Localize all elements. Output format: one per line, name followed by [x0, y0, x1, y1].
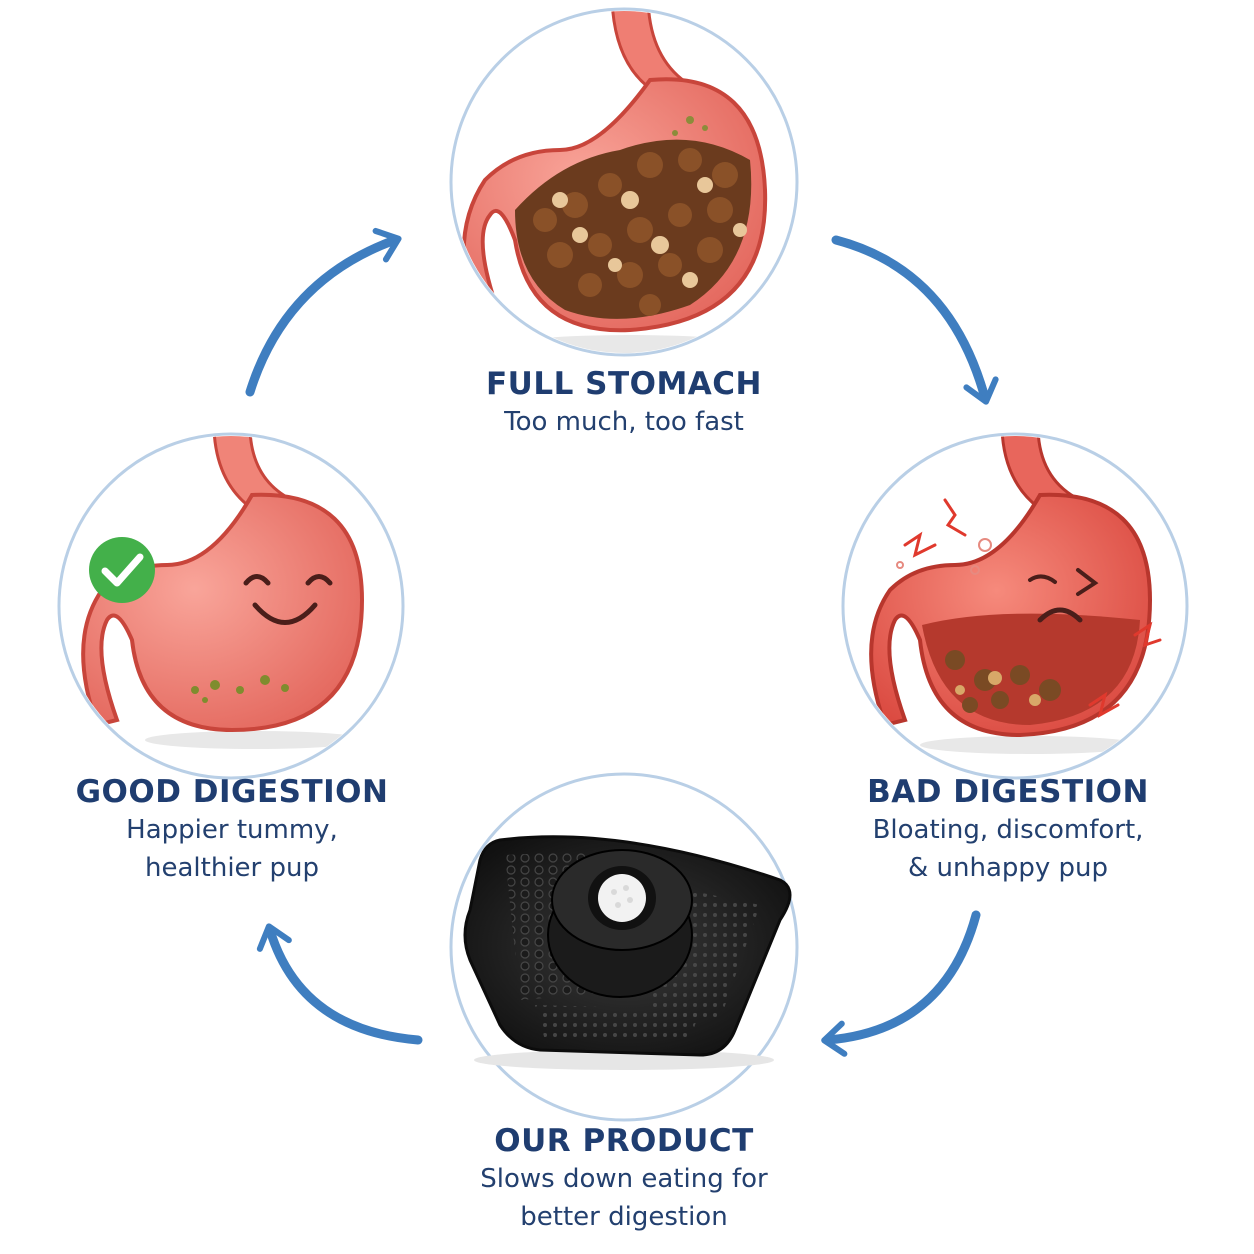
step-title: BAD DIGESTION: [867, 774, 1149, 810]
slow-feeder-mat-icon: [463, 835, 792, 1057]
step-description: better digestion: [520, 1202, 728, 1232]
good-digestion-illustration: [57, 432, 405, 780]
step-description: Happier tummy,: [126, 815, 338, 845]
step-description: Too much, too fast: [504, 407, 744, 437]
checkmark-icon: [89, 537, 155, 603]
step-description: Bloating, discomfort,: [872, 815, 1144, 845]
step-title: GOOD DIGESTION: [75, 774, 389, 810]
bad-digestion-illustration: [841, 432, 1189, 780]
step-full-stomach: FULL STOMACH Too much, too fast: [424, 365, 824, 441]
step-bad-digestion: BAD DIGESTION Bloating, discomfort, & un…: [808, 773, 1208, 887]
full-stomach-illustration: [449, 7, 799, 357]
step-description: Slows down eating for: [480, 1164, 768, 1194]
step-description: healthier pup: [145, 853, 319, 883]
step-description: & unhappy pup: [907, 853, 1109, 883]
step-good-digestion: GOOD DIGESTION Happier tummy, healthier …: [32, 773, 432, 887]
step-title: OUR PRODUCT: [494, 1123, 754, 1159]
arrow-to-full-stomach-icon: [245, 227, 402, 397]
product-illustration: [449, 772, 799, 1122]
arrow-to-bad-digestion-icon: [831, 235, 999, 405]
arrow-to-good-digestion-icon: [256, 923, 423, 1045]
step-title: FULL STOMACH: [485, 366, 762, 402]
step-our-product: OUR PRODUCT Slows down eating for better…: [424, 1122, 824, 1236]
arrow-to-product-icon: [821, 910, 981, 1057]
